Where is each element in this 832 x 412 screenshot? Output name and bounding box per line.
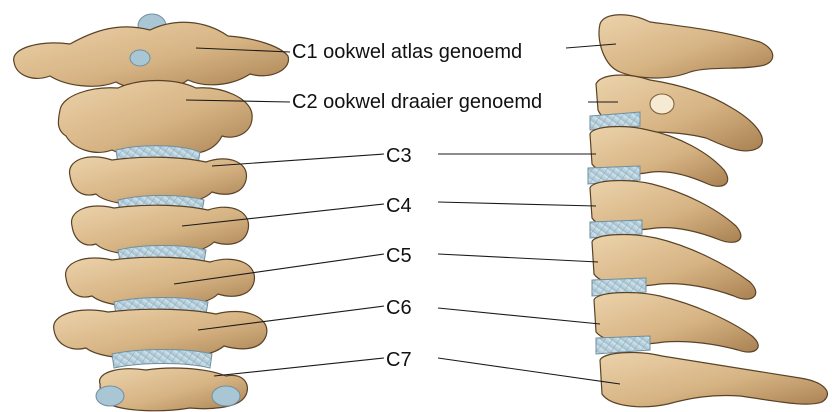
leader-c6-side [438,308,600,324]
vertebra-c7-lateral [600,353,827,407]
lateral-view-spine [588,15,827,407]
rib-head-right [212,386,240,406]
label-c5: C5 [386,245,412,267]
atlas-lateral [599,15,773,78]
leader-c5-side [438,254,598,262]
axis-foramen [650,94,674,114]
labels: C1 ookwel atlas genoemd C2 ookwel draaie… [292,41,542,371]
label-c3: C3 [386,145,412,167]
disc-c6-c7 [112,350,212,369]
label-c2: C2 ookwel draaier genoemd [292,91,542,113]
leader-c7-front [214,358,384,376]
label-c1: C1 ookwel atlas genoemd [292,41,522,63]
label-c6: C6 [386,297,412,319]
leader-c7-side [438,358,620,384]
anterior-view-spine [14,14,289,411]
label-c7: C7 [386,349,412,371]
atlas-anterior [14,22,289,89]
label-c4: C4 [386,195,412,217]
leader-c4-side [438,202,596,206]
atlas-foramen-left [130,50,150,66]
leader-c3-front [212,154,384,166]
disc-lat-5 [596,336,650,354]
rib-head-left [96,386,124,406]
